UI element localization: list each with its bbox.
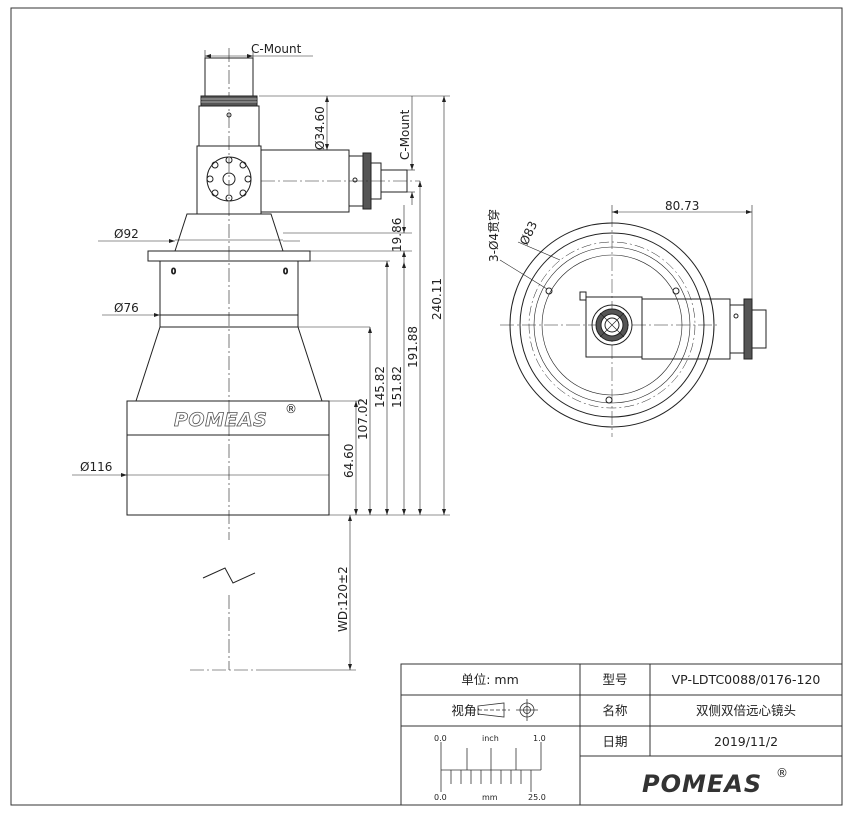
body-brand-logo: POMEAS — [174, 409, 267, 431]
scale-inch-end: 1.0 — [533, 734, 546, 743]
dim-h191: 191.88 — [406, 326, 420, 368]
scale-inch-label: inch — [482, 734, 499, 743]
top-dimension-lines — [499, 205, 753, 299]
name-label: 名称 — [602, 703, 627, 718]
dim-d92: Ø92 — [114, 227, 139, 241]
dim-h240: 240.11 — [430, 278, 444, 320]
side-view: 0 0 — [126, 48, 420, 671]
scale-mm-label: mm — [482, 793, 498, 802]
side-dimension-lines — [72, 50, 450, 671]
dim-d34: Ø34.60 — [313, 106, 327, 150]
date-value: 2019/11/2 — [714, 734, 778, 749]
scale-mm-end: 25.0 — [528, 793, 546, 802]
view-label: 视角: — [451, 703, 480, 718]
dim-side-cmount: C-Mount — [398, 109, 412, 160]
name-value: 双侧双倍远心镜头 — [696, 703, 796, 718]
dim-top-cmount: C-Mount — [251, 42, 302, 56]
scale-inch-start: 0.0 — [434, 734, 447, 743]
dim-holes: 3-Ø4贯穿 — [486, 209, 501, 262]
top-arrowheads — [612, 210, 752, 214]
dim-h145: 145.82 — [373, 366, 387, 408]
dim-h151: 151.82 — [390, 366, 404, 408]
dim-wd: WD:120±2 — [336, 566, 350, 632]
unit-label: 单位: mm — [461, 672, 519, 687]
body-brand-reg: ® — [285, 402, 297, 416]
scale-mm-start: 0.0 — [434, 793, 447, 802]
svg-text:0: 0 — [283, 267, 288, 276]
model-label: 型号 — [602, 672, 627, 687]
model-value: VP-LDTC0088/0176-120 — [672, 672, 821, 687]
projection-symbol-icon — [472, 699, 538, 721]
top-view — [500, 213, 767, 437]
dim-h107: 107.02 — [356, 398, 370, 440]
dim-h19: 19.86 — [390, 218, 404, 252]
pomeas-logo: POMEAS — [642, 770, 762, 798]
dim-pcd: Ø83 — [517, 219, 540, 247]
date-label: 日期 — [602, 734, 627, 749]
dim-d116: Ø116 — [80, 460, 112, 474]
side-arrowheads — [121, 54, 446, 670]
dim-d76: Ø76 — [114, 301, 139, 315]
dim-h64: 64.60 — [342, 444, 356, 478]
logo-reg: ® — [776, 766, 788, 780]
dim-top-width: 80.73 — [665, 199, 699, 213]
scale-bar — [440, 742, 542, 792]
title-block — [400, 663, 843, 806]
svg-text:0: 0 — [171, 267, 176, 276]
